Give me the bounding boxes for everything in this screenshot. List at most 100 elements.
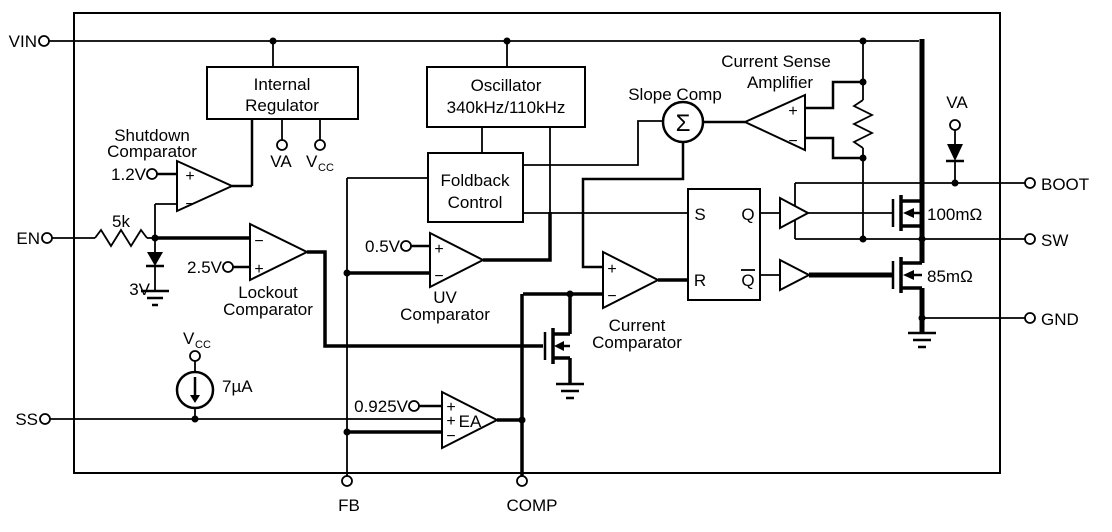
ref-2v5-terminal [222, 261, 234, 273]
sense-amp-plus-wire [805, 80, 863, 110]
en-resistor [94, 228, 148, 248]
boot-diode-va-terminal [949, 119, 961, 131]
current-comparator-label-1: Current [609, 316, 666, 335]
ls-fet-arrow [903, 270, 914, 280]
current-comp-plus-sign: + [607, 261, 616, 278]
gnd-pin-label: GND [1041, 310, 1079, 329]
latch-qbar-label: Q [741, 271, 754, 290]
boot-diode-va-label: VA [946, 93, 968, 112]
current-sense-amp-label-1: Current Sense [721, 52, 831, 71]
error-amplifier-triangle [441, 390, 500, 450]
shutdown-comparator-label-1: Shutdown [114, 126, 190, 145]
sigma-symbol: Σ [676, 110, 691, 137]
vcc-source-label: V [183, 329, 195, 348]
slope-comp-label: Slope Comp [628, 85, 722, 104]
comp-pin-label: COMP [507, 496, 558, 515]
internal-regulator-block [206, 66, 359, 120]
current-sense-amp-triangle [742, 93, 806, 152]
ss-pin-terminal [39, 413, 51, 425]
summer-to-comparator-wire [581, 142, 685, 269]
vcc-source-terminal [189, 350, 201, 362]
ref-1v2-label: 1.2V [111, 165, 147, 184]
current-sense-amp-label-2: Amplifier [747, 73, 813, 92]
uv-output-wire [483, 212, 552, 262]
fb-pin-terminal [341, 475, 353, 487]
regulator-vcc-terminal [314, 139, 326, 151]
shutdown-plus-sign: + [185, 168, 194, 185]
high-side-driver-buffer [779, 196, 811, 230]
current-source-arrow [190, 395, 200, 403]
oscillator-block [426, 66, 586, 128]
boot-pin-terminal [1024, 177, 1036, 189]
boot-pin-label: BOOT [1041, 175, 1089, 194]
lockout-comparator-triangle [249, 222, 310, 282]
uv-plus-sign: + [434, 241, 443, 258]
vin-pin-label: VIN [9, 32, 37, 51]
shutdown-minus-sign: − [185, 196, 194, 213]
sense-resistor [851, 99, 875, 149]
foldback-label-1: Foldback [441, 171, 510, 190]
latch-q-label: Q [741, 205, 754, 224]
ea-minus-sign: − [446, 428, 455, 445]
oscillator-label-2: 340kHz/110kHz [447, 98, 566, 117]
sense-amp-plus-sign: + [788, 103, 797, 120]
hs-fet-arrow [903, 208, 914, 218]
internal-regulator-label-2: Regulator [245, 96, 319, 115]
shutdown-comparator-triangle [176, 159, 235, 213]
ls-fet-label: 85mΩ [927, 267, 973, 286]
ref-0v5-terminal [400, 240, 412, 252]
lockout-minus-sign: − [254, 233, 263, 250]
lockout-comparator-label-1: Lockout [238, 283, 298, 302]
oscillator-label-1: Oscillator [471, 76, 542, 95]
sw-pin-label: SW [1041, 231, 1068, 250]
comp-pin-terminal [516, 475, 528, 487]
fb-pin-label: FB [338, 496, 360, 515]
uv-comparator-label-1: UV [433, 288, 457, 307]
uv-minus-sign: − [434, 268, 443, 285]
ref-0v925-label: 0.925V [354, 397, 409, 416]
lockout-plus-sign: + [254, 261, 263, 278]
en-pin-terminal [41, 232, 53, 244]
current-comp-minus-sign: − [607, 288, 616, 305]
ref-0v5-label: 0.5V [365, 237, 401, 256]
foldback-label-2: Control [448, 193, 503, 212]
ea-plus-sign-2: + [446, 413, 455, 430]
en-resistor-label: 5k [112, 212, 130, 231]
foldback-control-block [427, 152, 524, 223]
ref-0v925-terminal [408, 400, 420, 412]
sense-amp-minus-sign: − [788, 133, 797, 150]
junction-dot [859, 78, 867, 86]
junction-dot [859, 154, 867, 162]
regulator-va-terminal [276, 139, 288, 151]
regulator-vcc-label: V [306, 152, 318, 171]
hs-fet-label: 100mΩ [927, 205, 982, 224]
regulator-va-label: VA [270, 152, 292, 171]
internal-regulator-label-1: Internal [254, 75, 311, 94]
ss-pin-label: SS [15, 410, 38, 429]
lockout-comparator-label-2: Comparator [223, 300, 313, 319]
uv-comparator-label-2: Comparator [400, 305, 490, 324]
sr-latch-block [687, 188, 761, 301]
low-side-driver-buffer [779, 258, 812, 292]
ref-1v2-terminal [146, 168, 158, 180]
shutdown-comparator-label-2: Comparator [107, 142, 197, 161]
current-comparator-label-2: Comparator [592, 333, 682, 352]
ref-2v5-label: 2.5V [187, 258, 223, 277]
vin-pin-terminal [38, 35, 50, 47]
boot-diode [947, 144, 963, 161]
ea-label: EA [459, 412, 482, 431]
current-comparator-triangle [602, 250, 661, 310]
zener-label: 3V [129, 280, 150, 299]
latch-r-label: R [694, 271, 706, 290]
latch-s-label: S [694, 205, 705, 224]
sense-amp-minus-wire [805, 136, 863, 160]
ea-plus-sign-1: + [446, 399, 455, 416]
comp-fet-arrow [554, 341, 564, 351]
gnd-pin-terminal [1024, 312, 1036, 324]
uv-comparator-triangle [429, 231, 486, 289]
foldback-to-slopecomp-wire [523, 120, 663, 166]
vcc-source-subscript: CC [195, 339, 211, 351]
en-pin-label: EN [16, 229, 40, 248]
regulator-vcc-subscript: CC [318, 162, 334, 174]
